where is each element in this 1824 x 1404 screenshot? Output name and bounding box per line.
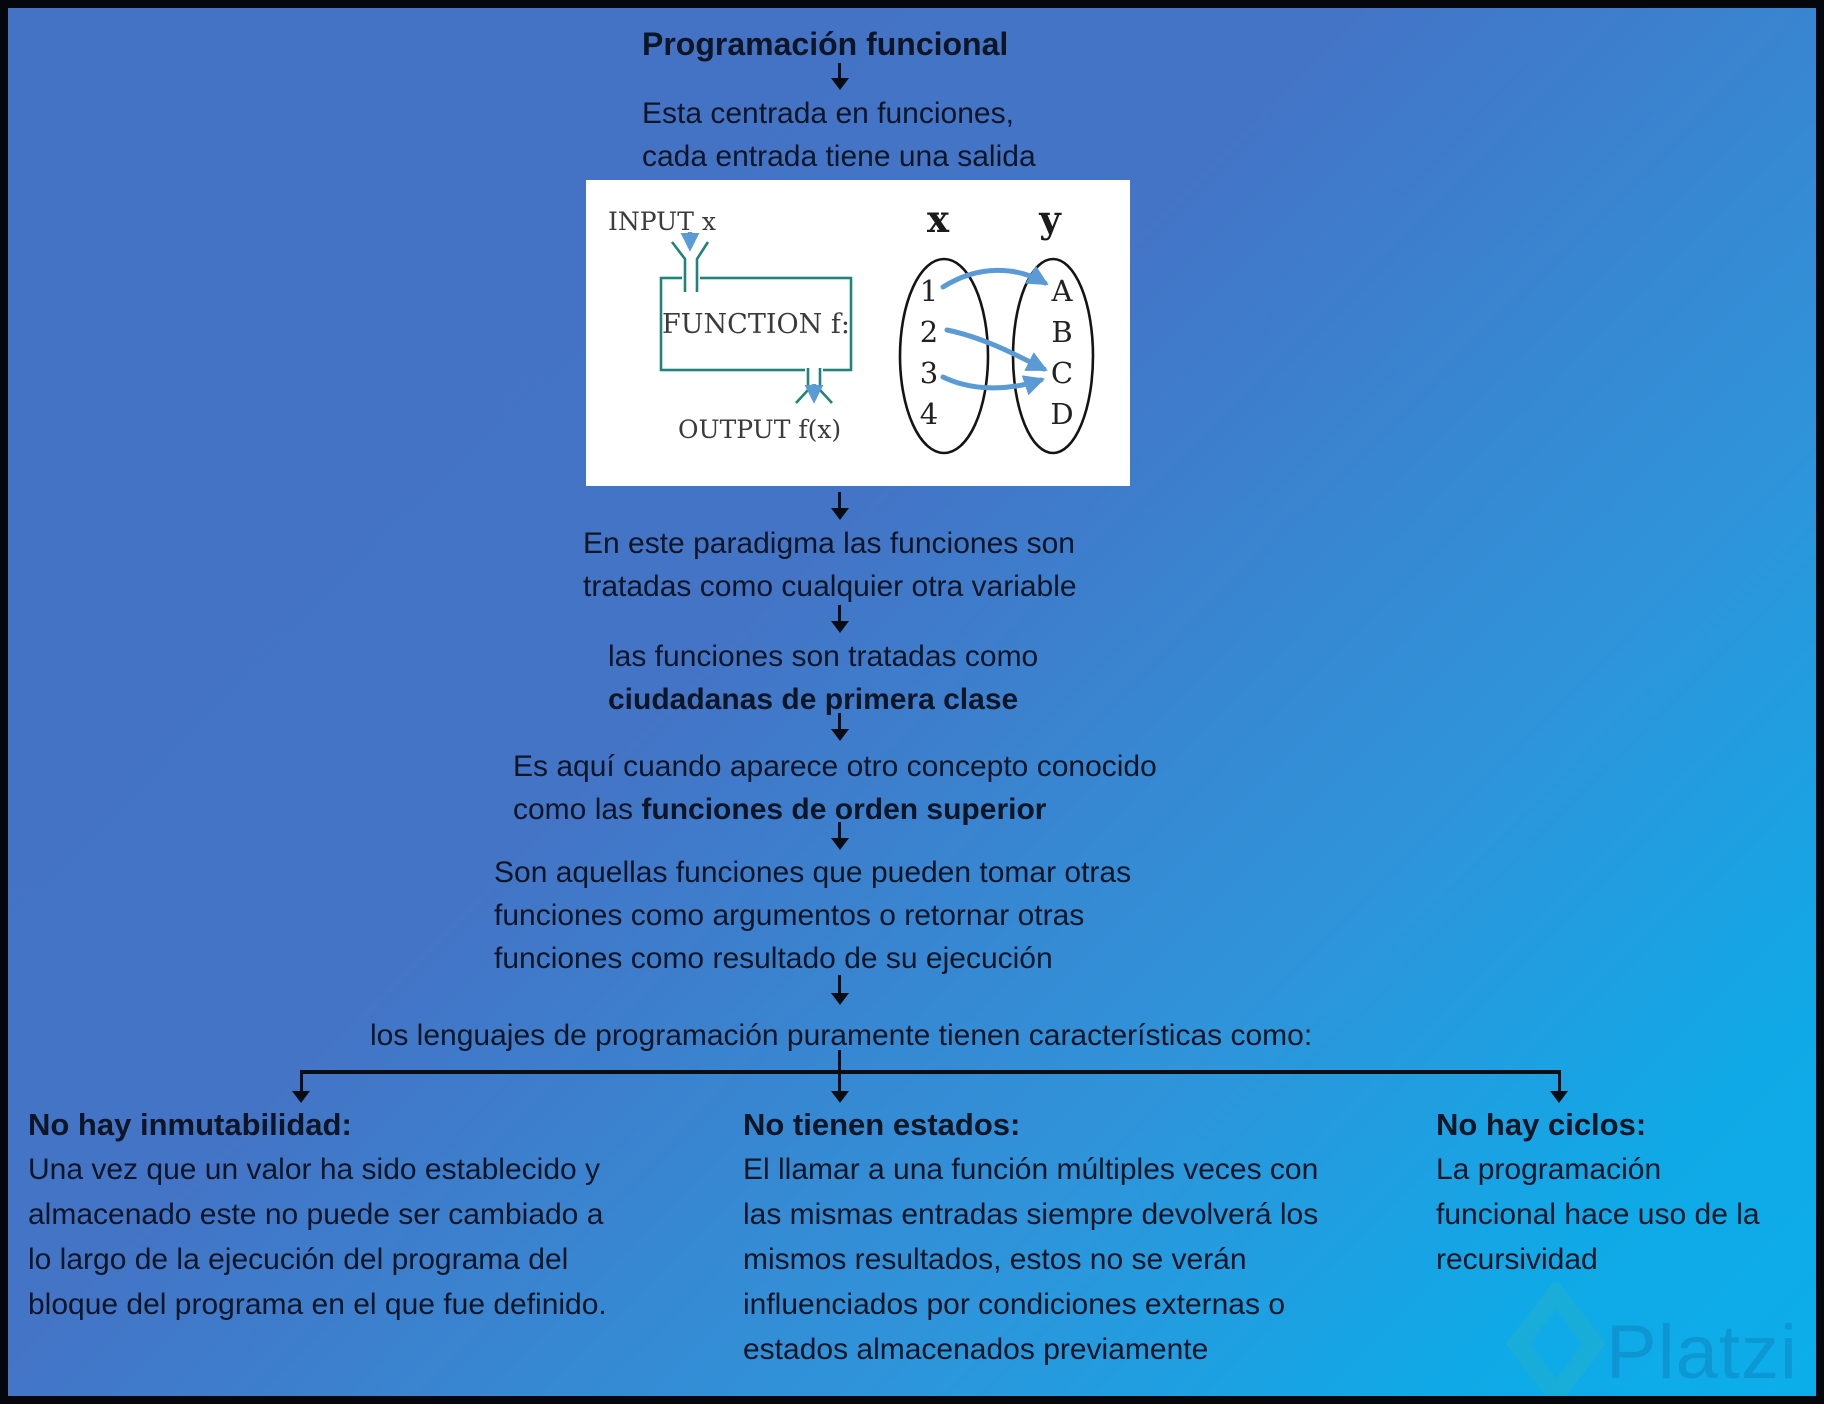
branch-line: bloque del programa en el que fue defini… xyxy=(28,1288,607,1321)
output-funnel xyxy=(795,368,810,404)
codomain-item: D xyxy=(1050,397,1073,431)
intro-line: cada entrada tiene una salida xyxy=(642,140,1036,173)
page-title: Programación funcional xyxy=(642,26,1009,62)
mapping-arrow-2-C xyxy=(944,327,1048,372)
branch-heading: No hay ciclos: xyxy=(1436,1107,1647,1142)
paradigm-line: tratadas como cualquier otra variable xyxy=(583,570,1077,603)
function-diagram-svg: INPUT x FUNCTION f: OUTPUT f(x) x y 1 2 … xyxy=(608,197,1095,455)
paradigm-line: En este paradigma las funciones son xyxy=(583,527,1075,560)
platzi-logo-icon xyxy=(1506,1278,1606,1396)
mapping-arrow-3-C xyxy=(940,374,1045,396)
function-label: FUNCTION f: xyxy=(662,309,850,340)
branch-line: almacenado este no puede ser cambiado a xyxy=(28,1198,604,1231)
codomain-item: A xyxy=(1051,274,1074,308)
branch-arrow-down-icon xyxy=(838,1070,841,1092)
branch-line: recursividad xyxy=(1436,1243,1598,1276)
first-class-text: las funciones son tratadas como ciudadan… xyxy=(608,635,1038,721)
flow-arrow-down-icon xyxy=(838,713,841,730)
higher-order-text: Es aquí cuando aparece otro concepto con… xyxy=(513,745,1157,831)
description-line: funciones como argumentos o retornar otr… xyxy=(494,899,1085,932)
branch-line: La programación xyxy=(1436,1153,1662,1186)
codomain-item: B xyxy=(1051,315,1072,349)
branch-heading: No hay inmutabilidad: xyxy=(28,1107,352,1142)
intro-line: Esta centrada en funciones, xyxy=(642,97,1014,130)
branch-heading: No tienen estados: xyxy=(743,1107,1021,1142)
branch-arrow-down-icon xyxy=(299,1070,303,1092)
higher-order-line: Es aquí cuando aparece otro concepto con… xyxy=(513,750,1157,783)
branch-line: El llamar a una función múltiples veces … xyxy=(743,1153,1319,1186)
higher-order-prefix: como las xyxy=(513,793,642,826)
flow-arrow-down-icon xyxy=(838,492,841,509)
branch-line: lo largo de la ejecución del programa de… xyxy=(28,1243,569,1276)
domain-item: 4 xyxy=(920,397,938,431)
higher-order-description: Son aquellas funciones que pueden tomar … xyxy=(494,851,1131,980)
description-line: Son aquellas funciones que pueden tomar … xyxy=(494,856,1132,889)
function-mapping-figure: INPUT x FUNCTION f: OUTPUT f(x) x y 1 2 … xyxy=(586,180,1130,486)
domain-item: 3 xyxy=(920,356,938,390)
branch-connector-line xyxy=(301,1070,1559,1074)
flow-arrow-down-icon xyxy=(838,975,841,994)
input-label: INPUT x xyxy=(608,207,716,236)
intro-text: Esta centrada en funciones, cada entrada… xyxy=(642,92,1036,178)
higher-order-bold: funciones de orden superior xyxy=(641,793,1047,826)
branch-line: funcional hace uso de la xyxy=(1436,1198,1760,1231)
branch-line: las mismas entradas siempre devolverá lo… xyxy=(743,1198,1319,1231)
branch-no-loops: No hay ciclos: La programación funcional… xyxy=(1436,1102,1760,1282)
domain-item: 2 xyxy=(920,315,938,349)
domain-set-label: x xyxy=(927,197,950,241)
domain-item: 1 xyxy=(920,274,938,308)
flow-arrow-down-icon xyxy=(838,63,841,79)
first-class-line: las funciones son tratadas como xyxy=(608,640,1039,673)
characteristics-lead: los lenguajes de programación puramente … xyxy=(370,1019,1313,1052)
description-line: funciones como resultado de su ejecución xyxy=(494,942,1053,975)
mapping-arrow-1-A xyxy=(940,265,1049,290)
branch-no-states: No tienen estados: El llamar a una funci… xyxy=(743,1102,1318,1372)
platzi-watermark: Platzi xyxy=(1498,1278,1816,1396)
codomain-item: C xyxy=(1051,356,1073,390)
branch-line: Una vez que un valor ha sido establecido… xyxy=(28,1153,601,1186)
branch-no-immutability: No hay inmutabilidad: Una vez que un val… xyxy=(28,1102,607,1327)
flow-arrow-down-icon xyxy=(838,605,841,622)
codomain-set-label: y xyxy=(1038,197,1062,241)
higher-order-line2: como las funciones de orden superior xyxy=(513,788,1157,831)
flow-arrow-down-icon xyxy=(838,822,841,839)
function-box xyxy=(659,276,853,372)
output-label: OUTPUT f(x) xyxy=(678,415,841,444)
branch-connector-stub xyxy=(838,1050,841,1072)
platzi-wordmark: Platzi xyxy=(1606,1310,1798,1395)
branch-line: estados almacenados previamente xyxy=(743,1333,1209,1366)
paradigm-text: En este paradigma las funciones son trat… xyxy=(583,522,1077,608)
branch-line: mismos resultados, estos no se verán xyxy=(743,1243,1247,1276)
domain-ellipse xyxy=(898,257,990,455)
input-funnel xyxy=(670,241,687,292)
first-class-bold-line: ciudadanas de primera clase xyxy=(608,683,1019,716)
branch-arrow-down-icon xyxy=(1557,1070,1561,1092)
branch-line: influenciados por condiciones externas o xyxy=(743,1288,1286,1321)
